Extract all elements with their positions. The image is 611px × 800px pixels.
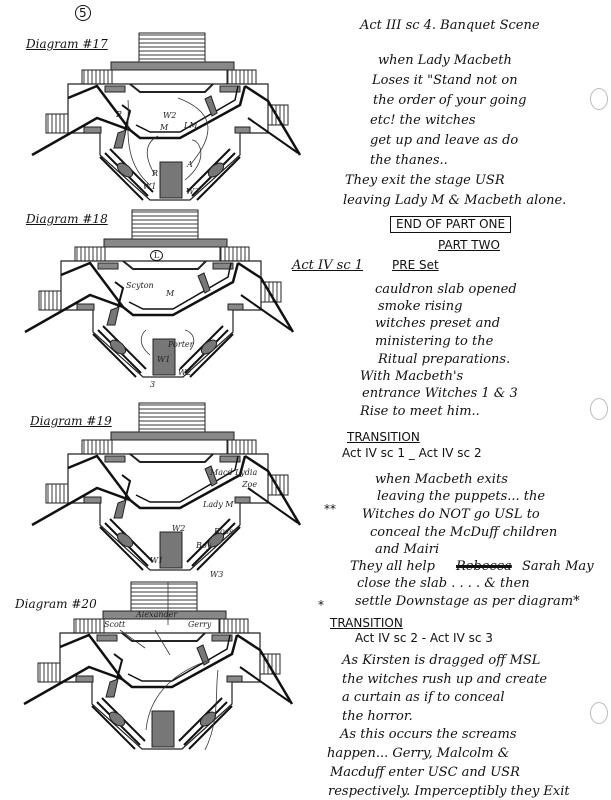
stage-diagram-18 <box>23 208 295 379</box>
diagram-17-label: R <box>116 110 123 119</box>
diagram-19-label: W2 <box>172 524 186 533</box>
note-scene2-lines-3: ministering to the <box>375 334 494 349</box>
note-scene2-act: Act IV sc 1 <box>292 258 364 273</box>
note-transition2-lines-0: As Kirsten is dragged off MSL <box>342 653 541 668</box>
note-transition2-lines-3: the horror. <box>342 709 413 724</box>
note-transition1-lines-2: Witches do NOT go USL to <box>362 507 540 522</box>
note-scene1-lines-5: the thanes.. <box>370 153 448 168</box>
diagram-17-label: W3 <box>186 187 200 196</box>
diagram-20-title: Diagram #20 <box>15 597 97 611</box>
note-scene1-lines-3: etc! the witches <box>370 113 476 128</box>
diagram-19-title: Diagram #19 <box>30 414 112 428</box>
diagram-18-label: Porter <box>168 340 194 349</box>
diagram-20-label: Gerry <box>188 620 212 629</box>
diagram-20-label: Alexander <box>136 610 178 619</box>
diagram-17-label: W2 <box>163 111 177 120</box>
note-transition1-struck: Rebecca <box>456 559 512 574</box>
diagram-19-label: Lady M <box>203 500 234 509</box>
binder-hole <box>590 398 608 420</box>
note-scene1-lines-7: leaving Lady M & Macbeth alone. <box>343 193 567 208</box>
binder-hole <box>590 88 608 110</box>
note-scene2-lines-1: smoke rising <box>378 299 463 314</box>
diagram-19-label: Zoe <box>242 480 258 489</box>
note-scene1-lines-1: Loses it "Stand not on <box>372 73 518 88</box>
diagram-17-label: R <box>152 169 159 178</box>
note-transition1-lines-7: close the slab . . . . & then <box>357 576 530 591</box>
diagram-19-label: Ross <box>214 527 234 536</box>
note-transition1-lines-8: settle Downstage as per diagram* <box>355 594 580 609</box>
diagram-19-label: Boy <box>196 541 212 550</box>
note-scene2-lines-7: Rise to meet him.. <box>360 404 480 419</box>
note-scene2-lines-6: entrance Witches 1 & 3 <box>362 386 518 401</box>
note-scene2-lines-5: With Macbeth's <box>360 369 464 384</box>
note-transition1-lines-4: and Mairi <box>375 542 440 557</box>
note-transition1-lines-3: conceal the McDuff children <box>370 525 558 540</box>
diagram-17-label: M <box>160 123 169 132</box>
note-scene1-lines-0: when Lady Macbeth <box>378 53 512 68</box>
note-scene2-lines-2: witches preset and <box>375 316 501 331</box>
note-transition1-heading: Act IV sc 1 _ Act IV sc 2 <box>342 446 482 460</box>
diagram-18-label: 3 <box>150 380 156 389</box>
diagram-18-label: M <box>166 289 175 298</box>
diagram-18-label: W1 <box>157 355 171 364</box>
note-transition1-lines-1: leaving the puppets... the <box>377 489 546 504</box>
note-scene2-heading: PRE Set <box>392 258 439 272</box>
diagram-18-title: Diagram #18 <box>26 212 108 226</box>
page-number-value: 5 <box>75 5 91 21</box>
note-transition1-lines-0: when Macbeth exits <box>375 472 508 487</box>
note-transition2-lines-2: a curtain as if to conceal <box>342 690 505 705</box>
diagram-18-label: Scyton <box>126 281 154 290</box>
note-scene1-lines-2: the order of your going <box>373 93 527 108</box>
note-transition2-label: TRANSITION <box>330 616 403 630</box>
note-transition2-heading: Act IV sc 2 - Act IV sc 3 <box>355 631 493 645</box>
diagram-19-label: W1 <box>150 556 164 565</box>
note-transition2-lines-5: happen... Gerry, Malcolm & <box>327 746 510 761</box>
note-transition1-lines-5: They all help <box>350 559 435 574</box>
diagram-17-title: Diagram #17 <box>26 37 108 51</box>
diagram-20-label: Scott <box>104 620 126 629</box>
diagram-17-label: W1 <box>143 182 157 191</box>
note-scene1-heading: Act III sc 4. Banquet Scene <box>360 18 540 33</box>
movement-arrows <box>119 97 219 751</box>
diagram-18-label: L <box>150 250 164 261</box>
note-transition2-lines-4: As this occurs the screams <box>340 727 517 742</box>
binder-hole <box>590 702 608 724</box>
note-transition2-lines-1: the witches rush up and create <box>342 672 548 687</box>
note-transition2-lines-6: Macduff enter USC and USR <box>330 765 520 780</box>
note-scene1-lines-6: They exit the stage USR <box>345 173 505 188</box>
note-transition2-marker: * <box>318 598 324 612</box>
diagram-19-label: W3 <box>210 570 224 579</box>
note-scene2-lines-0: cauldron slab opened <box>375 282 517 297</box>
note-end-part-one: END OF PART ONE <box>390 216 512 233</box>
diagram-17-label: LM <box>184 121 198 130</box>
note-transition1-marker: ** <box>324 502 336 516</box>
note-transition1-lines-6: Sarah May <box>522 559 594 574</box>
note-transition1-label: TRANSITION <box>347 430 420 444</box>
note-scene2-lines-4: Ritual preparations. <box>378 352 511 367</box>
diagram-18-label: W2 <box>178 368 192 377</box>
diagram-17-label: A <box>187 160 193 169</box>
diagram-19-label: Macd Lydia <box>210 468 258 477</box>
note-scene1-lines-4: get up and leave as do <box>370 133 519 148</box>
note-part-two: PART TWO <box>438 238 500 252</box>
page-number: 5 <box>75 5 91 21</box>
note-transition2-lines-7: respectively. Imperceptibly they Exit <box>328 784 570 799</box>
